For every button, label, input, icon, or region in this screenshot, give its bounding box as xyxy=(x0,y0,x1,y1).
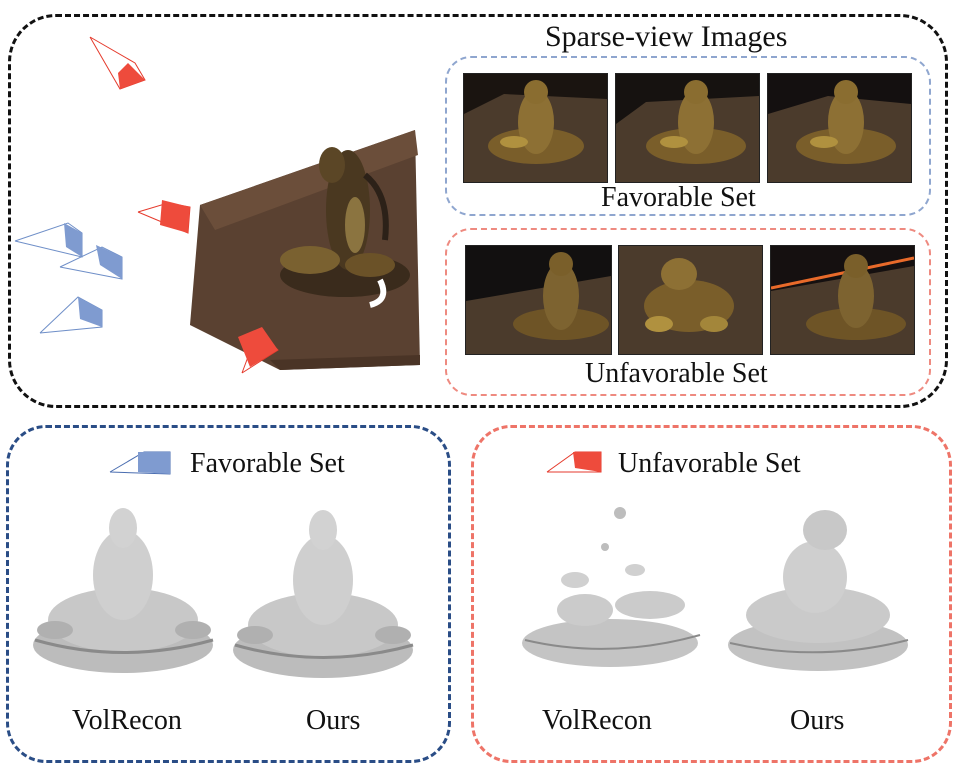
favorable-results-panel xyxy=(6,425,451,763)
sparse-view-title: Sparse-view Images xyxy=(545,20,788,53)
unfavorable-image-2 xyxy=(618,245,763,355)
camera-icon xyxy=(39,296,103,334)
point-cloud-scene xyxy=(14,36,420,374)
favorable-image-1 xyxy=(463,73,608,183)
ours-favorable-label: Ours xyxy=(306,705,361,736)
camera-icon xyxy=(89,36,146,90)
camera-icon xyxy=(137,200,191,234)
unfavorable-results-panel xyxy=(471,425,952,763)
favorable-image-3 xyxy=(767,73,912,183)
ours-unfavorable-mesh xyxy=(728,510,909,671)
volrecon-favorable-mesh xyxy=(33,508,214,673)
unfavorable-set-caption: Unfavorable Set xyxy=(585,358,768,389)
favorable-set-caption: Favorable Set xyxy=(601,182,756,213)
volrecon-favorable-label: VolRecon xyxy=(72,705,182,736)
unfavorable-images-group xyxy=(445,228,931,396)
figurine-point-cloud xyxy=(280,147,410,308)
favorable-camera-legend-icon xyxy=(109,451,171,475)
ours-unfavorable-label: Ours xyxy=(790,705,845,736)
camera-icon xyxy=(238,327,279,374)
unfavorable-legend-label: Unfavorable Set xyxy=(618,448,801,479)
favorable-legend-label: Favorable Set xyxy=(190,448,345,479)
volrecon-unfavorable-mesh xyxy=(522,507,701,667)
scene-panel xyxy=(8,14,948,408)
favorable-image-2 xyxy=(615,73,760,183)
camera-icon xyxy=(59,245,123,280)
volrecon-unfavorable-label: VolRecon xyxy=(542,705,652,736)
unfavorable-camera-legend-icon xyxy=(546,451,602,473)
camera-icon xyxy=(14,222,83,258)
unfavorable-image-1 xyxy=(465,245,612,355)
ours-favorable-mesh xyxy=(233,510,414,678)
favorable-images-group xyxy=(445,56,931,216)
unfavorable-image-3 xyxy=(770,245,915,355)
